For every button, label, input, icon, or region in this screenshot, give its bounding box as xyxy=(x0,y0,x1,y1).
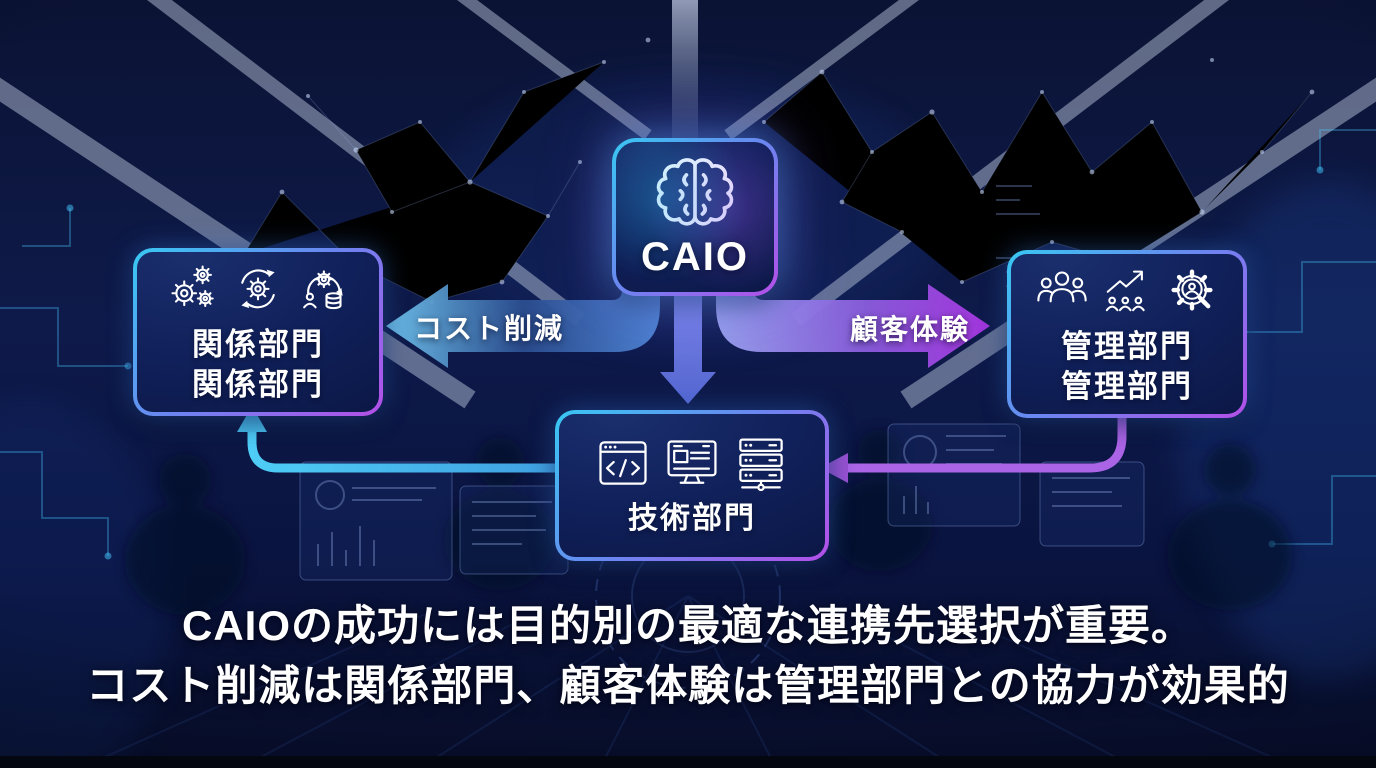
admin-to-tech-arrow xyxy=(820,410,1127,483)
brain-icon xyxy=(651,154,739,230)
caio-to-tech-arrow xyxy=(660,280,716,404)
monitor-icon xyxy=(662,433,722,493)
growth-chart-people-icon xyxy=(1099,262,1155,318)
people-group-icon xyxy=(1034,262,1090,318)
admin-label-line2: 管理部門 xyxy=(1061,368,1193,404)
caption-line1: CAIOの成功には目的別の最適な連携先選択が重要。 xyxy=(181,602,1194,649)
admin-label-line1: 管理部門 xyxy=(1061,329,1193,365)
admin-department-node: 管理部門 管理部門 xyxy=(1007,250,1247,418)
related-label-line1: 関係部門 xyxy=(192,327,324,363)
admin-icons-row xyxy=(1034,262,1220,318)
code-window-icon xyxy=(593,433,653,493)
process-automation-icon xyxy=(295,260,351,316)
tech-to-related-arrow xyxy=(237,406,556,473)
tech-node-label: 技術部門 xyxy=(628,502,756,536)
related-icons-row xyxy=(165,260,351,316)
cost-arrow-label: コスト削減 xyxy=(413,313,565,344)
tech-department-node: 技術部門 xyxy=(555,410,829,561)
customer-experience-arrow xyxy=(716,280,990,368)
related-department-node: 関係部門 関係部門 xyxy=(133,248,383,416)
related-label-line2: 関係部門 xyxy=(192,366,324,402)
customer-experience-arrow-label: 顧客体験 xyxy=(849,314,971,345)
gears-icon xyxy=(165,260,221,316)
caio-node: CAIO xyxy=(612,138,778,296)
tech-icons-row xyxy=(593,433,791,493)
cost-reduction-arrow xyxy=(386,280,660,368)
gear-sync-icon xyxy=(230,260,286,316)
server-network-icon xyxy=(731,433,791,493)
caption: CAIOの成功には目的別の最適な連携先選択が重要。 コスト削減は関係部門、顧客体… xyxy=(0,596,1376,716)
talent-search-gear-icon xyxy=(1164,262,1220,318)
admin-node-label: 管理部門 管理部門 xyxy=(1061,327,1193,405)
caption-line2: コスト削減は関係部門、顧客体験は管理部門との協力が効果的 xyxy=(86,662,1290,710)
caio-label: CAIO xyxy=(641,235,749,279)
related-node-label: 関係部門 関係部門 xyxy=(192,325,324,403)
